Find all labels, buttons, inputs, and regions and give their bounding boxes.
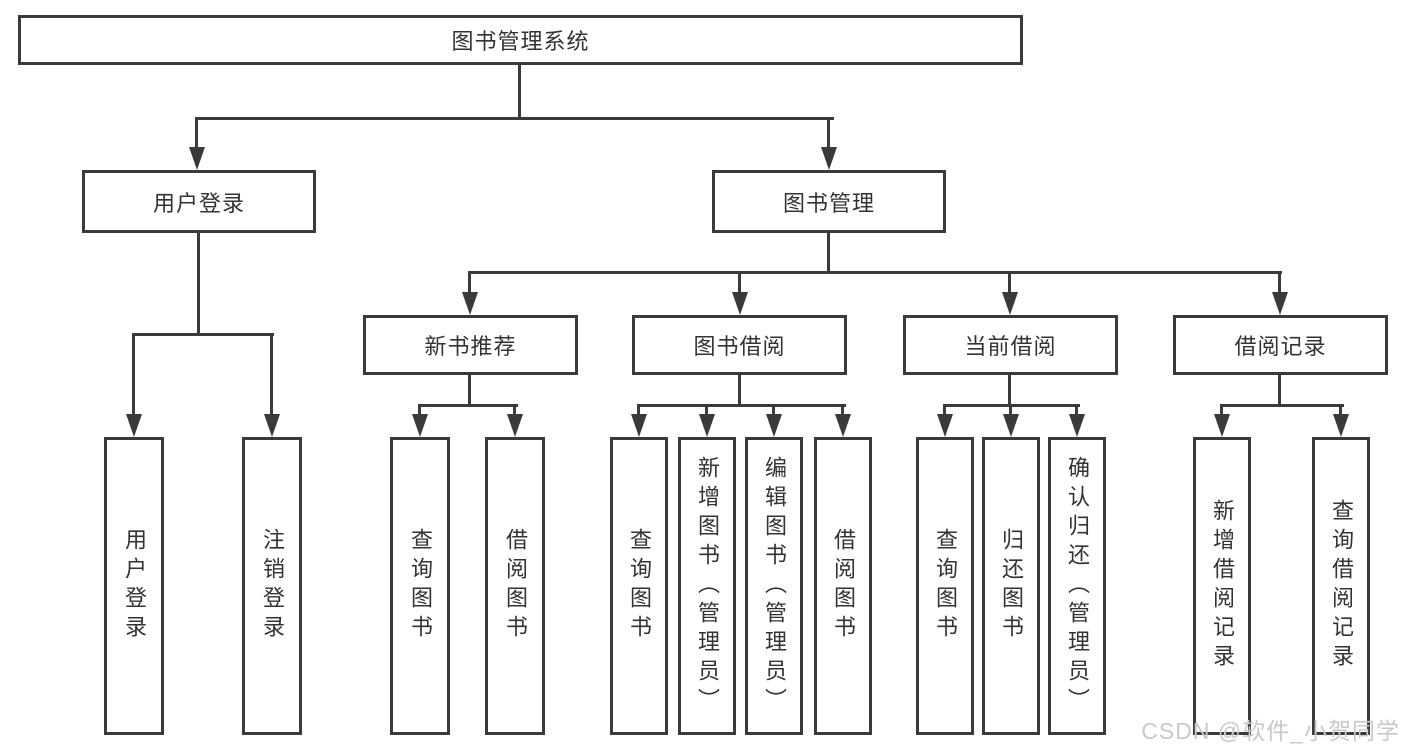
leaf-borrow-books-2: 借阅图书 (814, 437, 872, 735)
arrowhead-borrow-books-1 (507, 414, 523, 437)
arrowhead-query-books-1 (412, 414, 428, 437)
arrowhead-add-record (1214, 414, 1230, 437)
connector-book-borrow-rail (637, 404, 846, 407)
arrowhead-confirm-return (1069, 414, 1085, 437)
leaf-confirm-return-admin: 确认归还（管理员） (1048, 437, 1106, 735)
node-book-management: 图书管理 (712, 170, 946, 233)
connector-drop-book-mgmt (827, 117, 830, 149)
connector-drop-borrow-books-1 (513, 404, 516, 416)
connector-drop-current-borrow (1008, 271, 1011, 293)
connector-drop-query-books-2 (637, 404, 640, 416)
leaf-query-books-1: 查询图书 (390, 437, 450, 735)
arrowhead-current-borrow (1002, 292, 1018, 315)
connector-drop-edit-books (772, 404, 775, 416)
connector-drop-leaf-user-login (132, 333, 135, 415)
arrowhead-user-login (189, 147, 205, 170)
connector-root-stem (518, 65, 521, 120)
node-borrow-records: 借阅记录 (1173, 315, 1388, 375)
connector-drop-add-record (1220, 404, 1223, 416)
arrowhead-book-mgmt (821, 147, 837, 170)
node-new-book-recommend: 新书推荐 (363, 315, 578, 375)
connector-drop-book-borrow (738, 271, 741, 293)
arrowhead-add-books (699, 414, 715, 437)
connector-borrow-records-rail (1220, 404, 1344, 407)
connector-new-books-rail (418, 404, 518, 407)
leaf-add-books-admin: 新增图书（管理员） (678, 437, 736, 735)
arrowhead-query-books-2 (631, 414, 647, 437)
node-user-login: 用户登录 (82, 170, 316, 233)
watermark: CSDN @软件_小贺同学 (1141, 718, 1400, 744)
arrowhead-query-record (1333, 414, 1349, 437)
connector-drop-add-books (705, 404, 708, 416)
node-root: 图书管理系统 (18, 15, 1023, 65)
leaf-query-borrow-record: 查询借阅记录 (1312, 437, 1370, 735)
leaf-query-books-2: 查询图书 (610, 437, 668, 735)
leaf-return-books: 归还图书 (982, 437, 1040, 735)
connector-root-rail (195, 117, 834, 120)
connector-drop-leaf-logout (270, 333, 273, 415)
arrowhead-leaf-user-login (126, 414, 142, 437)
node-book-borrow: 图书借阅 (632, 315, 847, 375)
connector-drop-query-books-1 (418, 404, 421, 416)
node-current-borrow: 当前借阅 (903, 315, 1118, 375)
arrowhead-leaf-logout (264, 414, 280, 437)
arrowhead-new-books (462, 292, 478, 315)
connector-new-books-stem (468, 375, 471, 406)
arrowhead-borrow-books-2 (835, 414, 851, 437)
connector-drop-user-login (195, 117, 198, 149)
arrowhead-borrow-records (1272, 292, 1288, 315)
connector-user-login-stem (197, 233, 200, 335)
connector-drop-new-books (468, 271, 471, 293)
leaf-query-books-3: 查询图书 (916, 437, 974, 735)
connector-current-borrow-stem (1008, 375, 1011, 406)
arrowhead-query-books-3 (937, 414, 953, 437)
leaf-logout: 注销登录 (242, 437, 302, 735)
connector-book-mgmt-stem (827, 233, 830, 273)
connector-drop-borrow-records (1278, 271, 1281, 293)
connector-drop-confirm-return (1075, 404, 1078, 416)
arrowhead-return-books (1003, 414, 1019, 437)
leaf-user-login: 用户登录 (104, 437, 164, 735)
connector-drop-query-books-3 (943, 404, 946, 416)
connector-book-borrow-stem (738, 375, 741, 406)
connector-drop-query-record (1339, 404, 1342, 416)
arrowhead-book-borrow (732, 292, 748, 315)
connector-drop-borrow-books-2 (841, 404, 844, 416)
leaf-edit-books-admin: 编辑图书（管理员） (745, 437, 803, 735)
connector-book-mgmt-rail (468, 271, 1282, 274)
leaf-add-borrow-record: 新增借阅记录 (1193, 437, 1251, 735)
arrowhead-edit-books (766, 414, 782, 437)
connector-borrow-records-stem (1278, 375, 1281, 406)
connector-user-login-rail (132, 333, 274, 336)
leaf-borrow-books-1: 借阅图书 (485, 437, 545, 735)
connector-drop-return-books (1009, 404, 1012, 416)
